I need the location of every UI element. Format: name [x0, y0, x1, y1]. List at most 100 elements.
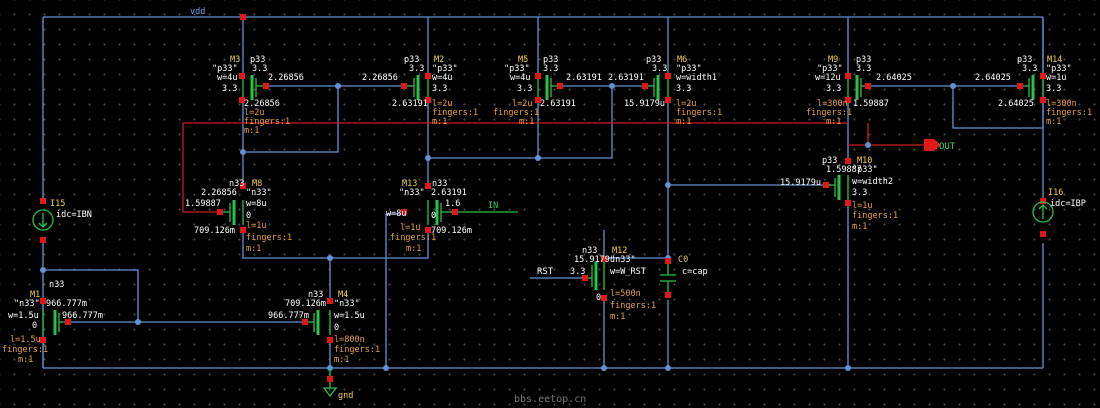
- pmos-M5[interactable]: [535, 73, 563, 103]
- param-text: M2: [434, 55, 444, 65]
- label-I15: I15 idc=IBN: [50, 199, 92, 220]
- rst-label: RST: [537, 267, 554, 277]
- param-text: w=width2: [852, 177, 893, 187]
- label-M12: n33 M12 15.9179u "n33" 3.3 w=W_RST 0 l=5…: [570, 246, 656, 322]
- label-C0: C0 c=cap: [678, 255, 708, 277]
- param-text: 709.126m: [194, 226, 235, 236]
- param-text: fingers:1: [2, 345, 48, 355]
- param-text: fingers:1: [676, 108, 722, 118]
- param-text: 0: [32, 321, 37, 331]
- param-text: 2.64025: [876, 73, 912, 83]
- param-text: "n33": [246, 188, 272, 198]
- param-text: I15: [50, 199, 65, 209]
- param-text: w=8u: [386, 209, 406, 219]
- param-text: m:1: [18, 355, 33, 365]
- param-text: fingers:1: [493, 108, 539, 118]
- param-text: 3.3: [252, 64, 267, 74]
- feedback-wire: [182, 122, 928, 213]
- param-text: p33: [646, 55, 661, 65]
- nmos-M8[interactable]: [217, 183, 246, 233]
- current-source-I16[interactable]: [1032, 198, 1054, 237]
- param-text: 966.777m: [46, 299, 87, 309]
- pmos-M9[interactable]: [845, 73, 871, 103]
- param-text: 2.63191: [608, 73, 644, 83]
- param-text: M5: [518, 55, 528, 65]
- param-text: n33: [432, 179, 447, 189]
- pmos-M6[interactable]: [642, 73, 671, 103]
- param-text: "p33": [212, 64, 238, 74]
- param-text: p33: [1017, 55, 1032, 65]
- label-M1: M1 n33 "n33" 966.777m w=1.5u 966.777m 0 …: [2, 280, 103, 365]
- current-source-I15[interactable]: [32, 198, 54, 243]
- label-M5: M5 p33 "p33" 3.3 w=4u 3.3 2.63191 2.6319…: [493, 55, 602, 127]
- nmos-M4[interactable]: [302, 298, 333, 343]
- param-text: C0: [678, 255, 688, 265]
- param-text: 1.59887: [185, 199, 221, 209]
- param-text: l=1u: [400, 223, 420, 233]
- capacitor-C0[interactable]: [660, 258, 676, 298]
- label-M6: p33 M6 3.3 "p33" w=width1 3.3 2.63191 15…: [608, 55, 722, 127]
- pmos-M2[interactable]: [401, 73, 431, 103]
- param-text: fingers:1: [244, 117, 290, 127]
- param-text: "n33": [399, 188, 425, 198]
- param-text: 2.63191: [540, 99, 576, 109]
- param-text: 3.3: [409, 64, 424, 74]
- vdd-pin[interactable]: [240, 14, 246, 20]
- param-text: 0: [431, 211, 436, 221]
- param-text: n33: [308, 290, 323, 300]
- param-text: 3.3: [652, 64, 667, 74]
- param-text: 1.59887: [853, 99, 889, 109]
- param-text: M12: [612, 246, 627, 256]
- param-text: m:1: [852, 222, 867, 232]
- param-text: m:1: [826, 117, 841, 127]
- param-text: 3.3: [852, 188, 867, 198]
- param-text: l=2u: [676, 99, 696, 109]
- param-text: 3.3: [856, 64, 871, 74]
- param-text: 3.3: [570, 267, 585, 277]
- pmos-M14[interactable]: [1017, 73, 1046, 103]
- gnd-symbol: [322, 368, 338, 398]
- param-text: 3.3: [432, 84, 447, 94]
- param-text: l=2u: [244, 108, 264, 118]
- param-text: M14: [1047, 55, 1062, 65]
- param-text: fingers:1: [1046, 108, 1092, 118]
- param-text: 3.3: [826, 84, 841, 94]
- param-text: 0: [596, 293, 601, 303]
- param-text: 0: [334, 323, 339, 333]
- param-text: w=1.5u: [8, 311, 39, 321]
- param-text: M10: [857, 156, 872, 166]
- param-text: 2.26856: [244, 99, 280, 109]
- param-text: w=12u: [815, 73, 841, 83]
- param-text: M1: [30, 290, 40, 300]
- param-text: "p33": [432, 64, 458, 74]
- pmos-M3[interactable]: [239, 73, 269, 103]
- param-text: w=W_RST: [610, 267, 646, 277]
- param-text: m:1: [1046, 117, 1061, 127]
- param-text: 2.63191: [431, 188, 467, 198]
- param-text: w=1.5u: [334, 311, 365, 321]
- pmos-M10[interactable]: [823, 158, 851, 206]
- param-text: m:1: [432, 117, 447, 127]
- param-text: fingers:1: [334, 345, 380, 355]
- nmos-M13[interactable]: [401, 183, 518, 233]
- param-text: "p33": [817, 64, 843, 74]
- param-text: fingers:1: [432, 108, 478, 118]
- param-text: "p33": [676, 64, 702, 74]
- param-text: 3.3: [1046, 84, 1061, 94]
- param-text: 3.3: [1022, 64, 1037, 74]
- vdd-label: vdd: [190, 7, 205, 17]
- param-text: 2.26856: [201, 188, 237, 198]
- label-M10: p33 M10 1.59887 "p33" w=width2 15.9179u …: [780, 156, 898, 232]
- label-M8: n33 M8 2.26856 "n33" 1.59887 w=8u 0 709.…: [185, 179, 292, 254]
- wires: [42, 16, 1044, 369]
- label-M3: M3 p33 "p33" 3.3 w=4u 3.3 2.26856 2.2685…: [212, 55, 304, 136]
- param-text: M6: [677, 55, 687, 65]
- nmos-M1[interactable]: [40, 298, 71, 343]
- nmos-M12[interactable]: [582, 256, 607, 301]
- param-text: l=2u: [512, 99, 532, 109]
- out-pin[interactable]: [924, 139, 941, 151]
- param-text: w=8u: [246, 199, 266, 209]
- param-text: n33: [582, 246, 597, 256]
